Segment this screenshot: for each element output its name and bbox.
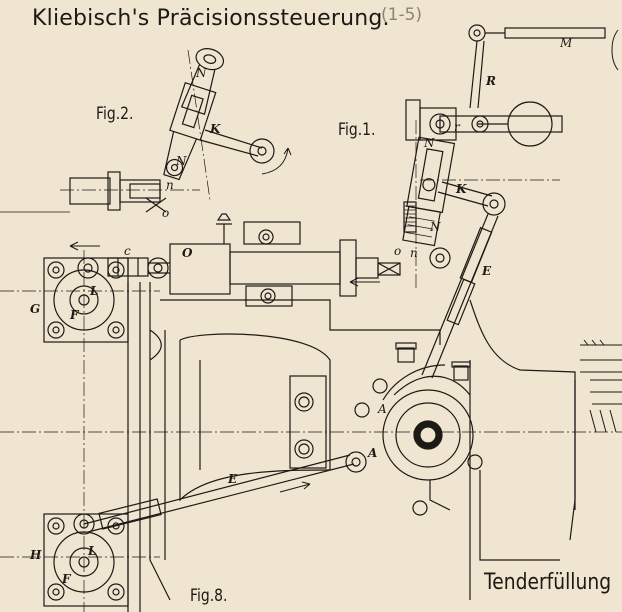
label-K-fig1: K <box>456 182 467 196</box>
label-n-fig1: n <box>410 246 418 260</box>
label-N1-fig1: N <box>430 220 441 234</box>
label-K-fig2: K <box>210 122 221 136</box>
right-edge-fragments <box>580 29 622 433</box>
label-N-fig1: N <box>424 136 435 150</box>
label-E1: E <box>228 472 238 486</box>
label-o-fig1: o <box>394 244 402 258</box>
label-O: O <box>182 246 193 260</box>
bracket-H <box>43 513 129 607</box>
label-M: M <box>560 36 573 50</box>
valve-cylinder <box>69 213 401 307</box>
label-n-fig2: n <box>166 178 174 192</box>
label-o-fig2: o <box>162 206 170 220</box>
eccentric-rod-E <box>421 213 499 379</box>
label-L1: L <box>88 544 97 558</box>
label-H: H <box>30 548 42 562</box>
label-A1: A <box>368 446 378 460</box>
label-A: A <box>378 402 387 416</box>
fig1-drawing <box>402 24 606 269</box>
fig2-caption: Fig.2. <box>96 104 134 124</box>
label-L: L <box>90 284 99 298</box>
label-c: c <box>124 244 131 258</box>
label-r: r <box>454 120 460 134</box>
label-N1-fig2: N <box>176 154 187 168</box>
plate-title: Kliebisch's Präcisionssteuerung. <box>32 6 390 31</box>
rod-E1 <box>83 454 355 533</box>
label-F1: F <box>62 572 71 586</box>
fig1-caption: Fig.1. <box>338 120 376 140</box>
footer-caption: Tenderfüllung <box>484 570 612 595</box>
plate-title-reference: (1-5) <box>381 5 423 25</box>
label-G: G <box>30 302 41 316</box>
engine-frame <box>127 282 576 612</box>
fig2-drawing <box>69 48 292 213</box>
label-N-fig2: N <box>196 66 207 80</box>
bracket-G <box>43 257 129 343</box>
label-E: E <box>482 264 492 278</box>
label-R: R <box>486 74 496 88</box>
eccentric-assembly <box>345 342 483 516</box>
fig8-caption: Fig.8. <box>190 586 228 606</box>
label-F: F <box>70 308 79 322</box>
